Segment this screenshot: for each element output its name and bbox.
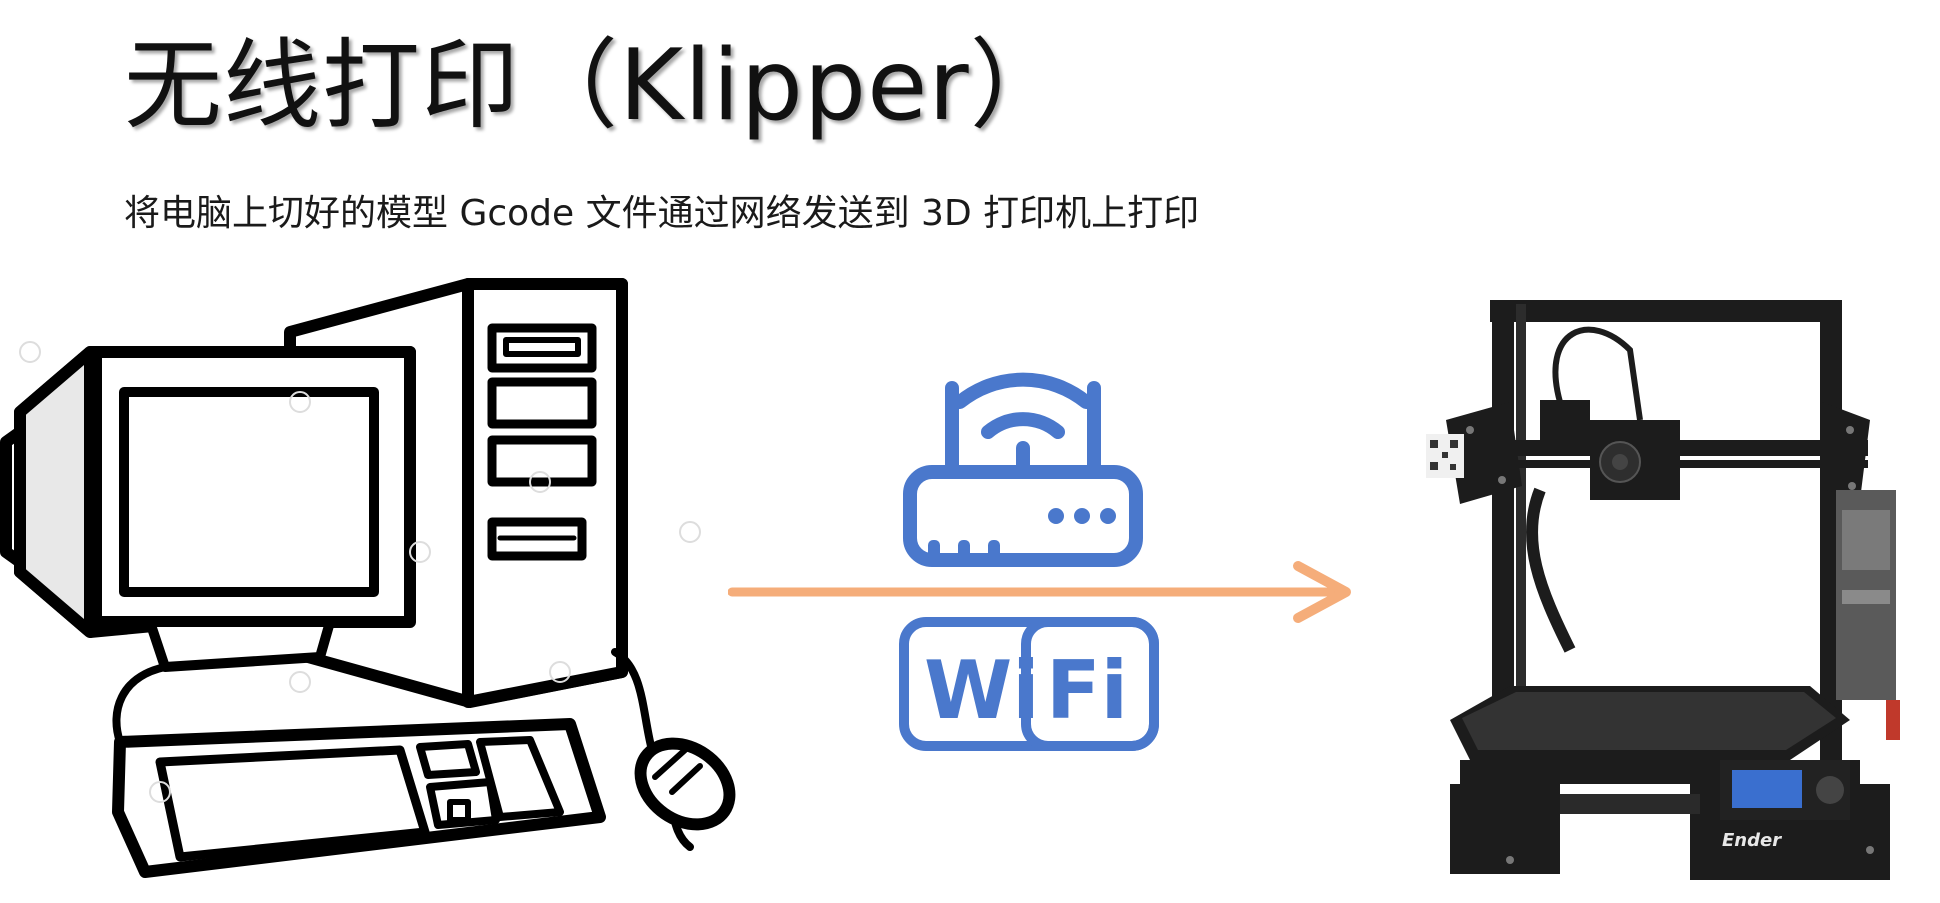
transfer-arrow-icon <box>728 561 1351 623</box>
printer-brand-label: Ender <box>1722 830 1782 851</box>
wifi-label-left: Wi <box>924 644 1040 737</box>
slide-title: 无线打印（Klipper） <box>124 29 1069 143</box>
desktop-computer-icon <box>0 278 736 878</box>
wifi-label-right: Fi <box>1046 644 1128 737</box>
wifi-router-icon <box>903 372 1143 567</box>
wifi-badge-icon: Wi Fi <box>899 617 1159 751</box>
slide-subtitle: 将电脑上切好的模型 Gcode 文件通过网络发送到 3D 打印机上打印 <box>124 193 1200 234</box>
3d-printer-icon: Ender <box>1426 300 1900 880</box>
